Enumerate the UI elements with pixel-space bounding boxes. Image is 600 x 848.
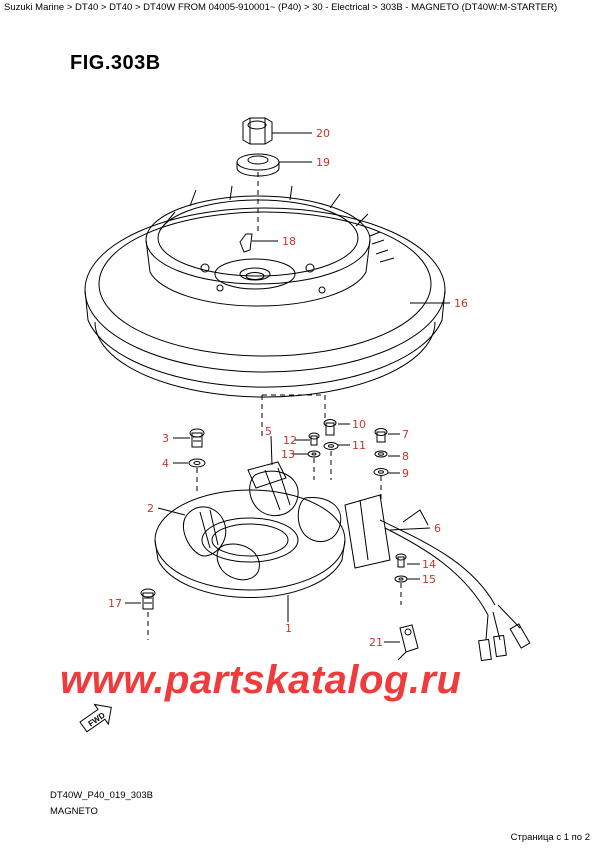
callout-16[interactable]: 16 [454,297,468,310]
callout-20[interactable]: 20 [316,127,330,140]
part-washer-4[interactable] [188,458,206,468]
part-screw-12[interactable] [308,432,320,446]
callout-2[interactable]: 2 [147,502,154,515]
part-screw-7[interactable] [374,428,388,443]
callout-10[interactable]: 10 [352,418,366,431]
callout-17[interactable]: 17 [108,597,122,610]
part-washer-15[interactable] [394,575,408,583]
part-washer-8[interactable] [374,450,388,458]
callout-9[interactable]: 9 [402,467,409,480]
part-stator-base-1[interactable] [154,461,391,598]
callout-1[interactable]: 1 [285,622,292,635]
callout-13[interactable]: 13 [281,448,295,461]
part-nut-20[interactable] [242,117,273,145]
callout-14[interactable]: 14 [422,558,436,571]
figure-title: FIG.303B [70,52,161,74]
callout-8[interactable]: 8 [402,450,409,463]
callout-5[interactable]: 5 [265,425,272,438]
callout-3[interactable]: 3 [162,432,169,445]
part-screw-17[interactable] [140,588,156,610]
fwd-arrow-icon: FWD [79,703,112,733]
wire-harness[interactable] [379,509,531,662]
callout-18[interactable]: 18 [282,235,296,248]
callout-11[interactable]: 11 [352,439,366,452]
figure-caption: MAGNETO [50,806,98,817]
part-key-18[interactable] [239,233,253,253]
callout-7[interactable]: 7 [402,428,409,441]
part-washer-13[interactable] [307,450,321,458]
callout-21[interactable]: 21 [369,636,383,649]
breadcrumb[interactable]: Suzuki Marine > DT40 > DT40 > DT40W FROM… [4,2,558,13]
part-flywheel-16[interactable] [84,185,446,398]
assembly-lines [147,172,402,640]
callout-15[interactable]: 15 [422,573,436,586]
callout-6[interactable]: 6 [434,522,441,535]
callout-12[interactable]: 12 [283,434,297,447]
drawing-code: DT40W_P40_019_303B [50,790,153,801]
part-screw-3[interactable] [189,428,205,448]
part-bracket-21[interactable] [397,624,419,661]
part-washer-9[interactable] [373,468,389,476]
part-washer-11[interactable] [323,442,339,450]
pagination: Страница с 1 по 2 [510,832,590,843]
callout-4[interactable]: 4 [162,457,169,470]
part-screw-14[interactable] [395,553,407,568]
watermark: www.partskatalog.ru [60,658,462,702]
leader-lines [125,132,450,643]
callout-19[interactable]: 19 [316,156,330,169]
part-screw-10[interactable] [323,419,337,436]
